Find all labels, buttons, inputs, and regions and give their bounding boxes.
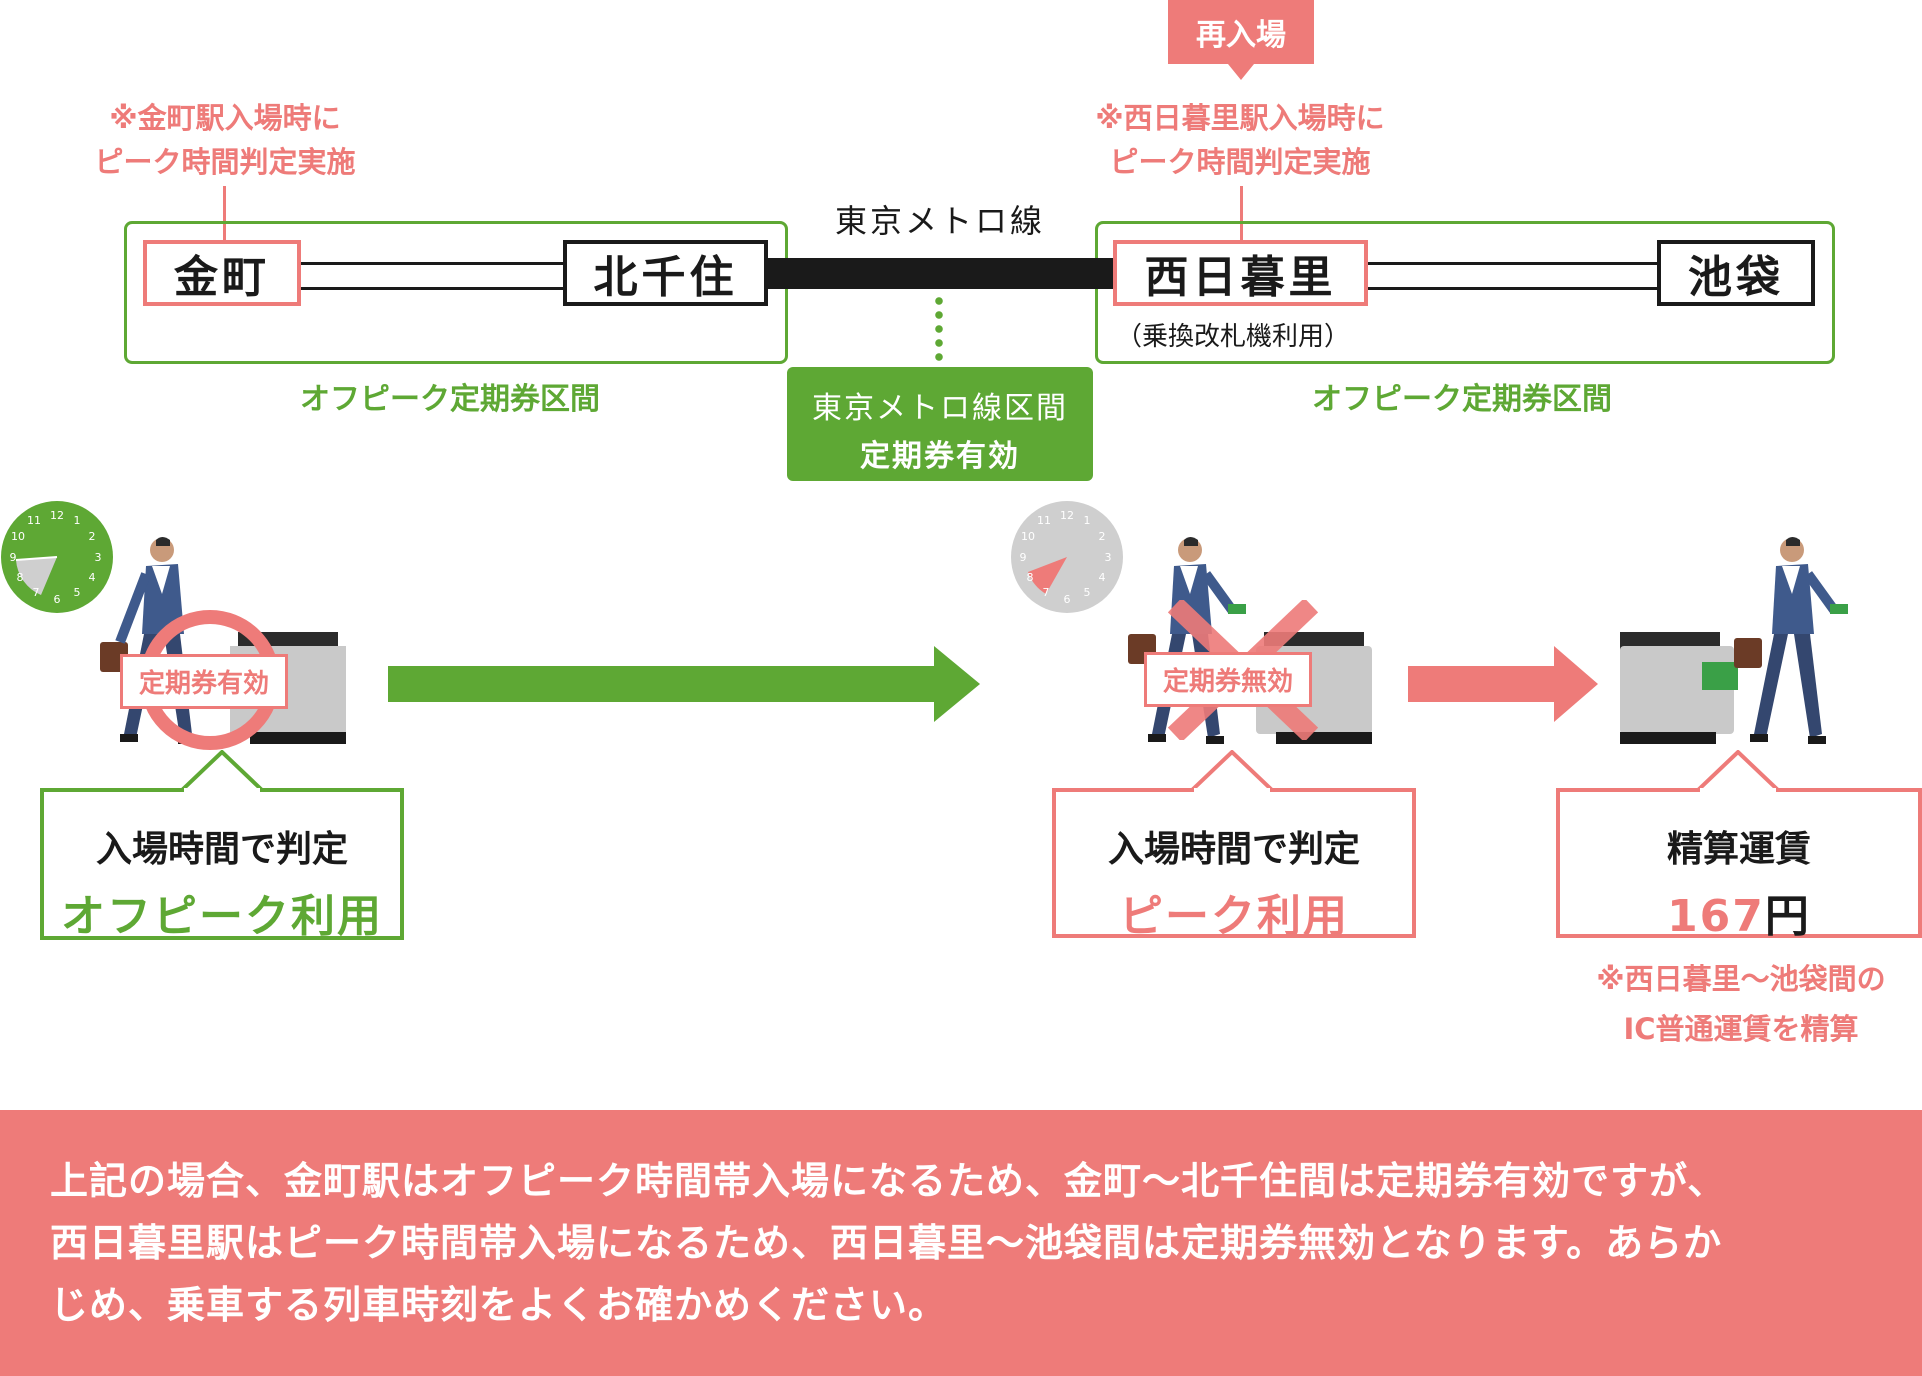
clock-numeral: 9 bbox=[1020, 551, 1027, 564]
offpeak-judgement-box: 入場時間で判定 オフピーク利用 bbox=[40, 788, 404, 942]
callout-pointer bbox=[1696, 750, 1780, 792]
station-kanamachi: 金町 bbox=[143, 240, 301, 306]
pass-valid-label: 定期券有効 bbox=[120, 654, 289, 709]
note-connector bbox=[1240, 186, 1243, 242]
fare-unit: 円 bbox=[1764, 891, 1811, 942]
box-heading: 入場時間で判定 bbox=[1107, 829, 1360, 870]
fare-adjustment-box: 精算運賃 167円 bbox=[1556, 788, 1922, 942]
clock-numeral: 2 bbox=[1099, 530, 1106, 543]
clock-numeral: 6 bbox=[54, 593, 61, 606]
peak-judgement-box: 入場時間で判定 ピーク利用 bbox=[1052, 788, 1416, 942]
right-offpeak-section-frame bbox=[1095, 221, 1835, 364]
nishinippori-peak-note: ※西日暮里駅入場時に ピーク時間判定実施 bbox=[1070, 96, 1410, 184]
note-line: ※西日暮里駅入場時に bbox=[1095, 101, 1385, 135]
callout-pointer bbox=[1190, 750, 1274, 792]
left-offpeak-section-label: オフピーク定期券区間 bbox=[300, 382, 600, 417]
left-offpeak-section-frame bbox=[124, 221, 788, 364]
note-connector bbox=[223, 186, 226, 242]
clock-numeral: 6 bbox=[1064, 593, 1071, 606]
metro-section-badge: 東京メトロ線区間 定期券有効 bbox=[787, 367, 1093, 481]
clock-numeral: 10 bbox=[1021, 530, 1035, 543]
metro-section-line: 定期券有効 bbox=[860, 439, 1020, 474]
clock-numeral: 2 bbox=[89, 530, 96, 543]
passenger-walking-icon bbox=[1734, 537, 1848, 744]
clock-offpeak-icon: 12 1 2 3 4 5 6 7 8 9 10 11 bbox=[1, 501, 113, 613]
note-line: ピーク時間判定実施 bbox=[94, 145, 356, 179]
box-heading: 入場時間で判定 bbox=[95, 829, 348, 870]
clock-numeral: 11 bbox=[1037, 514, 1051, 527]
reentry-tag: 再入場 bbox=[1168, 0, 1314, 64]
box-result: オフピーク利用 bbox=[61, 891, 383, 942]
clock-numeral: 10 bbox=[11, 530, 25, 543]
fare-amount: 167円 bbox=[1560, 880, 1918, 944]
clock-numeral: 1 bbox=[74, 514, 81, 527]
clock-numeral: 9 bbox=[10, 551, 17, 564]
clock-numeral: 7 bbox=[33, 586, 40, 599]
clock-peak-icon: 12 1 2 3 4 5 6 7 8 9 10 11 bbox=[1011, 501, 1123, 613]
box-heading: 精算運賃 bbox=[1666, 829, 1811, 870]
note-line: IC普通運賃を精算 bbox=[1623, 1012, 1859, 1046]
clock-numeral: 7 bbox=[1043, 586, 1050, 599]
explanation-line: じめ、乗車する列車時刻をよくお確かめください。 bbox=[50, 1283, 948, 1327]
fare-value: 167 bbox=[1667, 891, 1765, 942]
clock-numeral: 12 bbox=[1060, 509, 1074, 522]
clock-numeral: 5 bbox=[1084, 586, 1091, 599]
clock-numeral: 11 bbox=[27, 514, 41, 527]
pink-arrow-icon bbox=[1408, 646, 1598, 722]
clock-numeral: 4 bbox=[89, 571, 96, 584]
jr-track-right bbox=[1364, 262, 1660, 290]
fare-note: ※西日暮里～池袋間の IC普通運賃を精算 bbox=[1560, 954, 1922, 1054]
note-line: ※金町駅入場時に bbox=[109, 101, 341, 135]
reentry-tag-pointer bbox=[1228, 64, 1254, 80]
clock-numeral: 12 bbox=[50, 509, 64, 522]
station-kitasenju: 北千住 bbox=[563, 240, 768, 306]
box-result: ピーク利用 bbox=[1119, 891, 1349, 942]
explanation-line: 上記の場合、金町駅はオフピーク時間帯入場になるため、金町～北千住間は定期券有効で… bbox=[50, 1159, 1727, 1203]
pass-invalid-label: 定期券無効 bbox=[1144, 652, 1313, 707]
right-offpeak-section-label: オフピーク定期券区間 bbox=[1312, 382, 1612, 417]
ticket-gate-icon bbox=[1620, 632, 1738, 744]
metro-section-line: 東京メトロ線区間 bbox=[812, 391, 1068, 426]
green-arrow-icon bbox=[388, 646, 980, 722]
callout-pointer bbox=[180, 750, 264, 792]
jr-track-left bbox=[298, 262, 566, 290]
clock-numeral: 3 bbox=[1105, 551, 1112, 564]
metro-section-connector bbox=[935, 294, 943, 364]
clock-numeral: 5 bbox=[74, 586, 81, 599]
clock-numeral: 1 bbox=[1084, 514, 1091, 527]
reentry-tag-label: 再入場 bbox=[1196, 18, 1286, 53]
explanation-line: 西日暮里駅はピーク時間帯入場になるため、西日暮里～池袋間は定期券無効となります。… bbox=[50, 1221, 1723, 1265]
explanation-panel: 上記の場合、金町駅はオフピーク時間帯入場になるため、金町～北千住間は定期券有効で… bbox=[0, 1110, 1922, 1376]
clock-numeral: 3 bbox=[95, 551, 102, 564]
station-nishinippori: 西日暮里 bbox=[1113, 240, 1368, 306]
kanamachi-peak-note: ※金町駅入場時に ピーク時間判定実施 bbox=[70, 96, 380, 184]
metro-track bbox=[764, 258, 1117, 289]
clock-numeral: 4 bbox=[1099, 571, 1106, 584]
note-line: ピーク時間判定実施 bbox=[1109, 145, 1371, 179]
station-ikebukuro: 池袋 bbox=[1657, 240, 1815, 306]
clock-numeral: 8 bbox=[1027, 571, 1034, 584]
note-line: ※西日暮里～池袋間の bbox=[1596, 962, 1886, 996]
transfer-gate-note: （乗換改札機利用） bbox=[1116, 322, 1351, 352]
clock-numeral: 8 bbox=[17, 571, 24, 584]
metro-line-label: 東京メトロ線 bbox=[834, 202, 1045, 240]
